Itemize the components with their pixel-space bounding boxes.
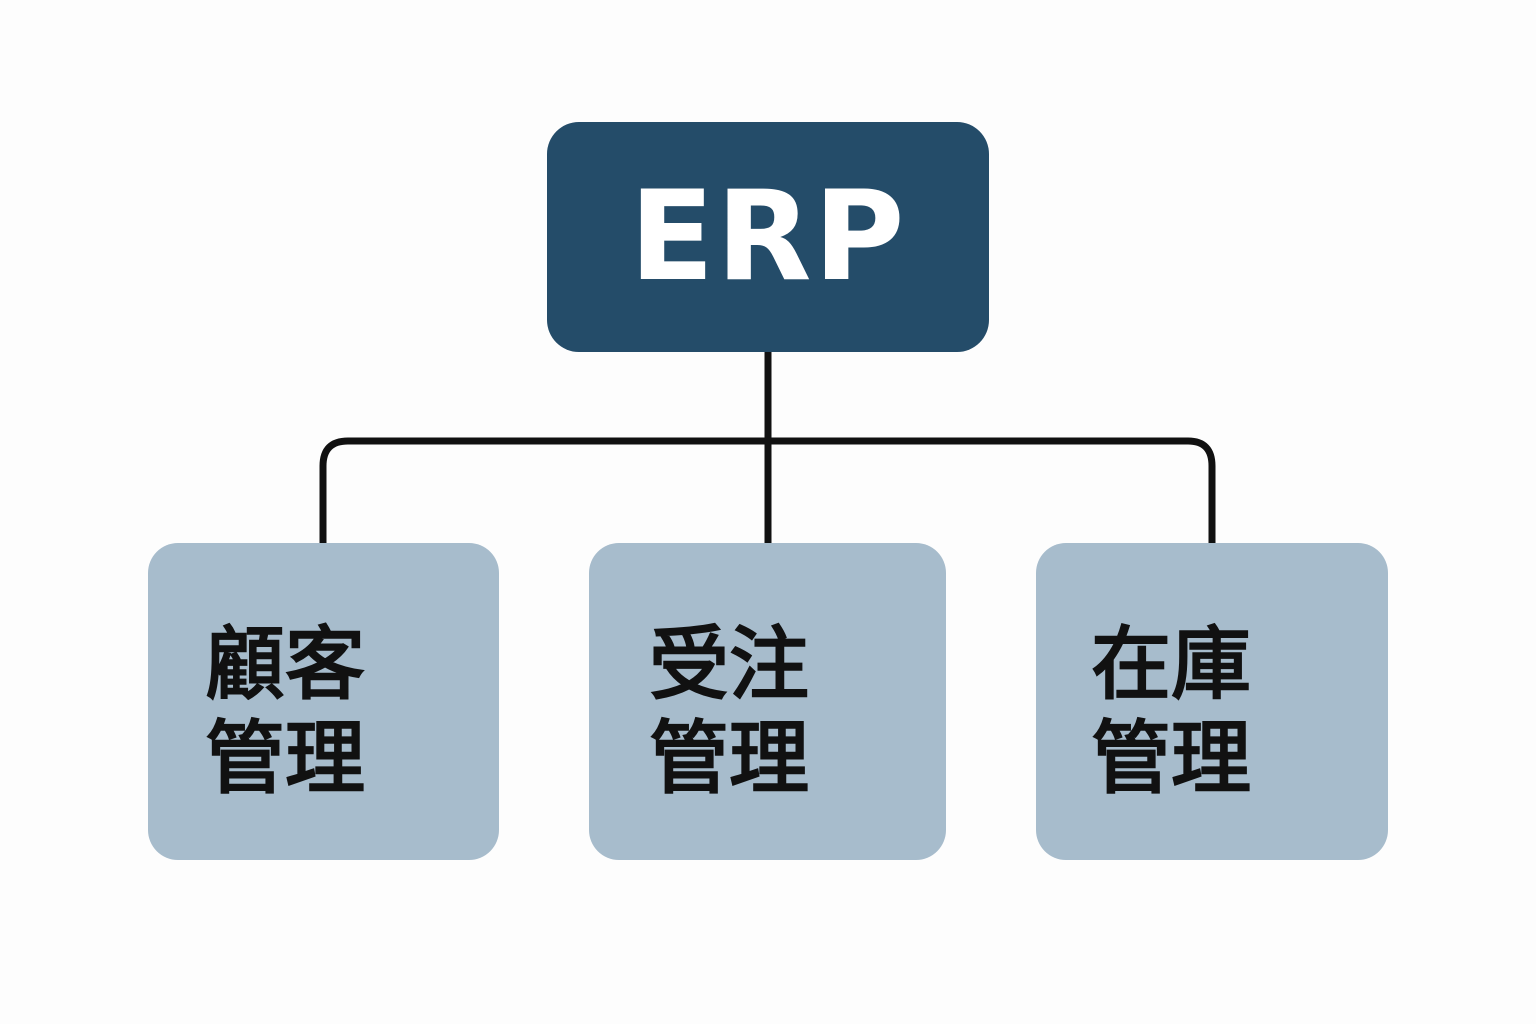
node-customer-management: 顧客 管理 bbox=[148, 543, 499, 860]
node-customer-management-label: 顧客 管理 bbox=[205, 618, 365, 805]
node-inventory-management-label: 在庫 管理 bbox=[1091, 618, 1251, 805]
node-order-management-label: 受注 管理 bbox=[649, 618, 809, 805]
node-order-management: 受注 管理 bbox=[589, 543, 946, 860]
erp-root-node: ERP bbox=[547, 122, 989, 352]
connector-right-branch bbox=[768, 437, 1216, 543]
erp-root-label: ERP bbox=[629, 165, 907, 309]
connector-left-branch bbox=[319, 437, 768, 543]
node-inventory-management: 在庫 管理 bbox=[1036, 543, 1388, 860]
